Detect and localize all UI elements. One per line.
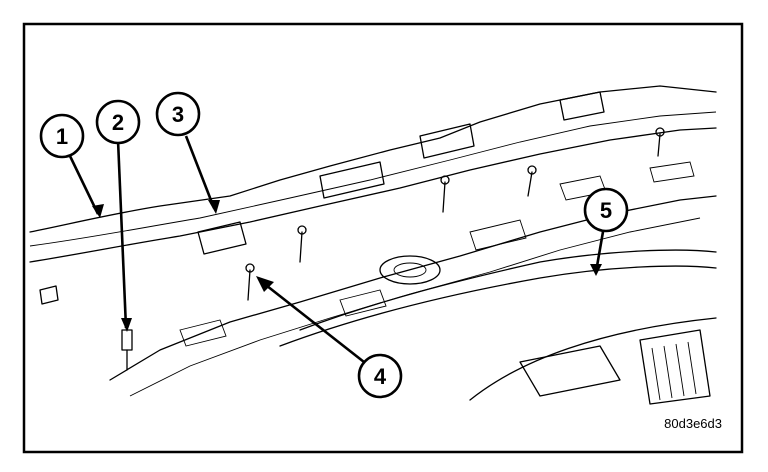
callout-label: 1: [56, 124, 68, 149]
arrowhead-5: [590, 264, 602, 276]
panel-recess-3: [469, 219, 527, 251]
panel-recess-1: [179, 319, 227, 347]
callout-4: 4: [357, 353, 403, 399]
center-grommet: [379, 255, 441, 285]
vent-slats: [651, 341, 697, 401]
leader-3: [184, 135, 216, 209]
arrowhead-4: [256, 276, 274, 292]
center-grommet-inner: [393, 262, 427, 278]
header-panel-inner: [129, 217, 701, 397]
windshield-frame: [469, 317, 717, 401]
callout-3: 3: [155, 91, 201, 137]
screw-icons: [245, 127, 665, 301]
clip-bracket-mid: [319, 161, 385, 199]
callout-5: 5: [583, 187, 629, 233]
arrowhead-3: [208, 200, 220, 214]
callout-2: 2: [95, 99, 141, 145]
clip-bracket-left: [39, 285, 59, 305]
drawing-art: [29, 85, 717, 405]
panel-recess-5: [649, 161, 695, 183]
callout-label: 5: [600, 198, 612, 223]
clip-bracket-top: [419, 123, 475, 159]
clip-bracket-right: [559, 91, 605, 121]
figure-id-code: 80d3e6d3: [664, 416, 722, 431]
arrowhead-1: [92, 204, 104, 218]
leader-2: [116, 139, 128, 329]
vent-grille: [639, 329, 711, 405]
dash-console: [519, 345, 621, 397]
roof-panel-edge: [279, 265, 717, 347]
panel-recess-2: [339, 289, 387, 317]
cab-panel-lower-edge: [29, 127, 717, 263]
callout-label: 3: [172, 102, 184, 127]
cab-panel-outline: [29, 85, 717, 233]
cab-panel-flange: [29, 111, 717, 247]
leader-4: [261, 280, 365, 364]
arrowhead-2: [121, 318, 132, 332]
header-panel: [109, 195, 717, 381]
leader-1: [68, 155, 100, 215]
callout-1: 1: [39, 113, 85, 159]
callout-label: 2: [112, 110, 124, 135]
callout-label: 4: [374, 364, 387, 389]
clip-bracket-3: [197, 221, 247, 255]
leader-lines: [68, 135, 606, 364]
